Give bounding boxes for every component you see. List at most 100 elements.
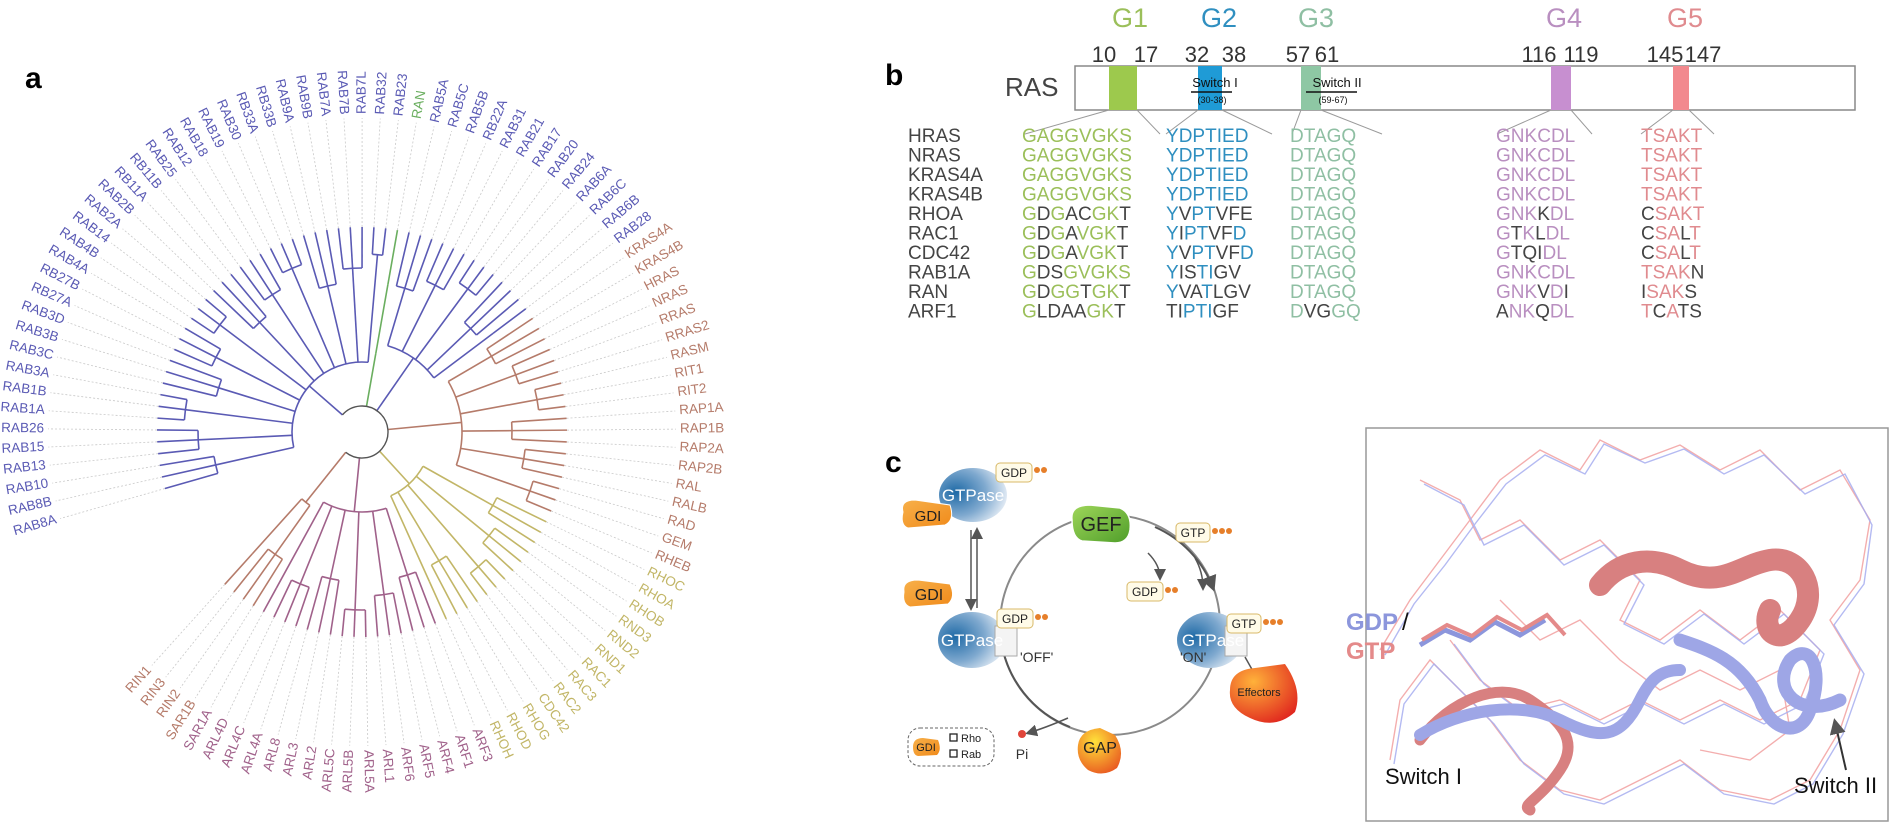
effectors-label: Effectors — [1237, 687, 1281, 699]
alignment-motif-seq: TSAKT — [1641, 165, 1703, 186]
leaf-guide-line — [134, 215, 214, 291]
motif-g1-end: 17 — [1134, 42, 1158, 67]
alignment-motif-seq: GDGACGKT — [1022, 204, 1131, 225]
gtpase-cycle-diagram: GTPase GDI GDP GEF GTP GDP GDI GTPase GD… — [901, 462, 1298, 774]
tree-branch — [422, 465, 494, 507]
tree-branch — [442, 253, 465, 291]
tree-branch — [337, 228, 344, 270]
tree-leaf-label: RAB7A — [314, 71, 334, 117]
motif-g4-name: G4 — [1546, 3, 1582, 33]
leaf-guide-line — [160, 190, 232, 275]
leaf-guide-line — [504, 578, 581, 658]
tree-branch — [326, 285, 347, 365]
tree-branch — [353, 457, 361, 512]
motif-g1: G1 10 17 — [1092, 3, 1158, 110]
tree-branch — [386, 288, 406, 346]
alignment-protein-name: NRAS — [908, 146, 961, 167]
alignment-motif-seq: GNKCDL — [1496, 165, 1575, 186]
leaf-guide-line — [512, 570, 594, 645]
alignment-motif-seq: YVATLGV — [1166, 282, 1251, 303]
alignment-motif-seq: ISAKS — [1641, 282, 1697, 303]
leaf-guide-line — [205, 159, 261, 255]
tree-branch — [218, 387, 296, 413]
leaf-guide-line — [260, 625, 297, 730]
switch-2-label: Switch II — [1312, 75, 1361, 90]
tree-branch — [275, 501, 325, 589]
alignment-motif-seq: YISTIGV — [1166, 263, 1241, 284]
motif-connectors — [1024, 109, 1715, 135]
tree-branch — [184, 327, 221, 350]
tree-branch — [378, 450, 410, 485]
leaf-guide-line — [307, 122, 328, 231]
leaf-guide-line — [67, 321, 171, 361]
leaf-guide-line — [377, 636, 387, 746]
tree-branch — [197, 307, 221, 326]
tree-branch — [511, 417, 567, 423]
pi-release-arrow — [1025, 717, 1069, 737]
leaf-guide-line — [254, 136, 293, 240]
phosphate-icon — [1034, 467, 1040, 473]
tree-branch — [299, 505, 333, 585]
tree-branch — [398, 577, 414, 631]
leaf-guide-line — [365, 636, 369, 746]
structure-overlay: GDP / GTP Switch I Switch II — [1346, 427, 1889, 822]
tree-branch — [367, 254, 379, 363]
off-state-label: 'OFF' — [1020, 649, 1053, 665]
gtpase-on-label: GTPase — [1182, 631, 1244, 650]
leaf-guide-line — [60, 488, 166, 519]
gdp-off-tag — [996, 608, 1034, 629]
tree-branch — [314, 232, 329, 287]
gtp-free-tag — [1175, 522, 1211, 543]
tree-leaf-label: ARL1 — [380, 748, 398, 783]
tree-branch-arc — [344, 608, 366, 611]
phosphate-icon — [1172, 587, 1178, 593]
gtp-legend-label: GTP — [1346, 638, 1395, 665]
leaf-guide-line — [525, 242, 614, 310]
tree-leaf-label: ARF4 — [434, 738, 457, 776]
tree-branch — [511, 348, 551, 367]
tree-branch — [406, 574, 425, 628]
tree-branch — [329, 580, 340, 635]
tree-branch — [430, 564, 458, 615]
alignment-protein-name: KRAS4A — [908, 165, 983, 186]
tree-branch — [467, 266, 485, 290]
tree-leaf-label: RAB15 — [1, 439, 44, 456]
on-state-label: 'ON' — [1180, 649, 1206, 665]
motif-g3-box — [1301, 66, 1321, 110]
leaf-guide-line — [553, 322, 657, 361]
tree-branch — [262, 587, 278, 613]
gdp-top-label: GDP — [1001, 466, 1027, 480]
alignment-motif-seq: TSAKT — [1641, 185, 1703, 206]
tree-branch — [230, 273, 267, 318]
tree-branch — [415, 475, 490, 537]
tree-branch — [158, 448, 200, 455]
leaf-guide-line — [56, 356, 164, 384]
leaf-guide-line — [412, 630, 441, 737]
alignment-motif-seq: GAGGVGKS — [1022, 146, 1132, 167]
tree-leaf-label: ARF6 — [398, 746, 417, 782]
ribbon-wire-gdp — [1384, 443, 1873, 805]
tree-branch — [259, 253, 282, 291]
phosphate-icon — [1041, 467, 1047, 473]
tree-branch — [161, 464, 216, 478]
leaf-guide-line — [566, 441, 676, 448]
sequence-alignment: RAS G1 10 17 G2 32 38 G3 57 61 G4 116 11… — [908, 3, 1856, 323]
motif-g4-box — [1551, 66, 1571, 110]
leaf-guide-line — [564, 465, 672, 484]
tree-branch — [354, 511, 360, 610]
leaf-guide-line — [277, 629, 308, 735]
tree-branch — [488, 535, 522, 563]
leaf-guide-line — [558, 488, 664, 520]
motif-g3-name: G3 — [1298, 3, 1334, 33]
gdp-release-arrow — [1147, 552, 1166, 581]
tree-branch — [185, 408, 293, 425]
tree-branch — [395, 232, 410, 287]
tree-branch-arc — [426, 280, 444, 291]
alignment-motif-seq: GNKCDL — [1496, 126, 1575, 147]
motif-g2-end: 38 — [1222, 42, 1246, 67]
tree-branch — [414, 571, 437, 624]
alignment-motif-seq: DTAGQ — [1290, 146, 1356, 167]
tree-branch — [518, 370, 559, 385]
gdp-legend-label: GDP — [1346, 609, 1398, 636]
gtpase-off — [938, 612, 1006, 668]
